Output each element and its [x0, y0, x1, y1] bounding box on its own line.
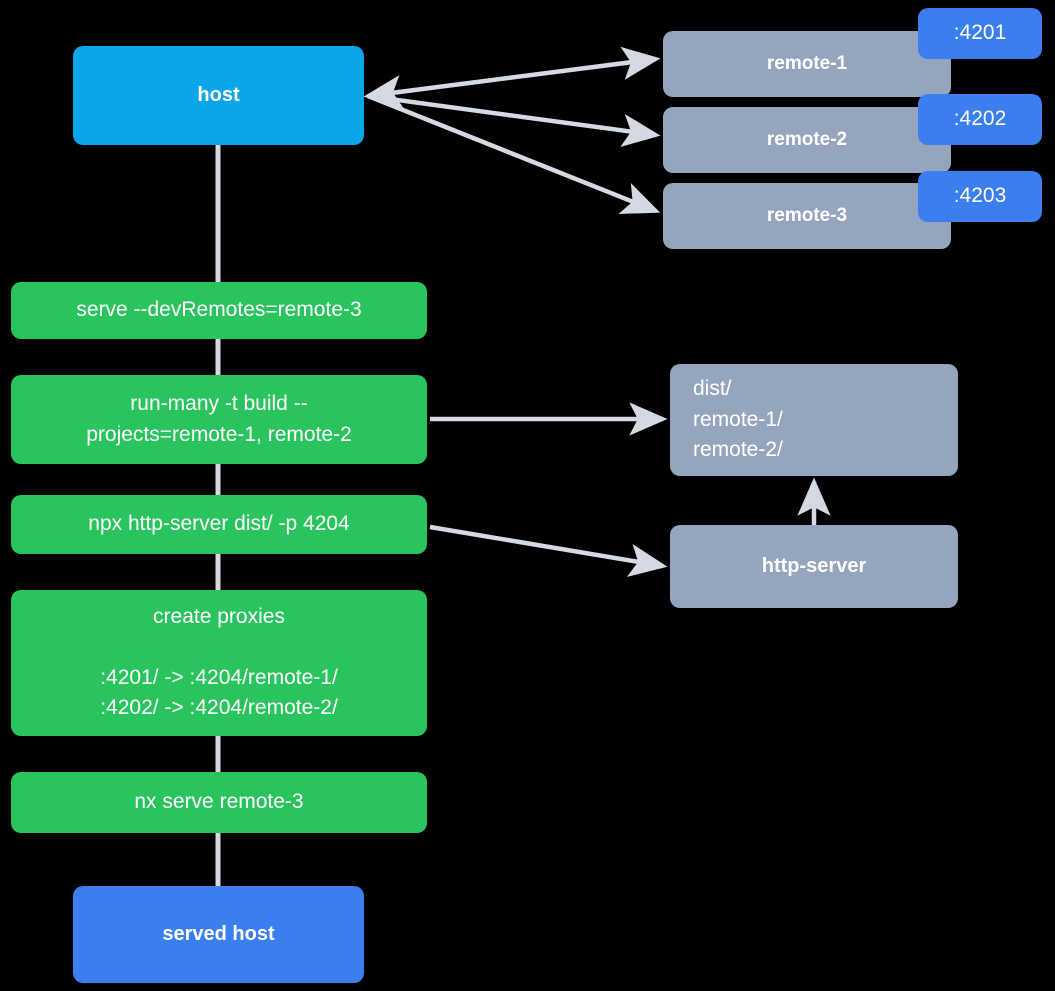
node-host[interactable]: host [73, 46, 364, 145]
node-nx-serve-remote-3-label: nx serve remote-3 [134, 790, 304, 814]
badge-port-4203[interactable]: :4203 [918, 171, 1042, 222]
node-remote-1[interactable]: remote-1 [663, 31, 951, 97]
badge-port-4201-label: :4201 [953, 21, 1007, 45]
node-nx-serve-remote-3[interactable]: nx serve remote-3 [11, 772, 427, 833]
node-dist-folder-label: dist/ remote-1/ remote-2/ [693, 377, 783, 462]
badge-port-4202[interactable]: :4202 [918, 94, 1042, 145]
badge-port-4202-label: :4202 [953, 107, 1007, 131]
node-remote-3[interactable]: remote-3 [663, 183, 951, 249]
badge-port-4201[interactable]: :4201 [918, 8, 1042, 59]
node-served-host[interactable]: served host [73, 886, 364, 983]
node-http-server[interactable]: http-server [670, 525, 958, 608]
node-create-proxies-label: create proxies :4201/ -> :4204/remote-1/… [100, 605, 338, 720]
badge-port-4203-label: :4203 [953, 184, 1007, 208]
node-run-many-label: run-many -t build -- projects=remote-1, … [86, 392, 352, 446]
node-served-host-label: served host [162, 923, 275, 945]
node-http-server-label: http-server [761, 555, 867, 577]
node-npx-http-server[interactable]: npx http-server dist/ -p 4204 [11, 495, 427, 554]
arrow-host-remote3 [367, 93, 661, 214]
node-remote-1-label: remote-1 [766, 53, 848, 75]
node-serve-devremotes-label: serve --devRemotes=remote-3 [76, 298, 362, 322]
node-create-proxies[interactable]: create proxies :4201/ -> :4204/remote-1/… [11, 590, 427, 736]
arrow-npx-httpserver [429, 524, 668, 577]
node-remote-2[interactable]: remote-2 [663, 107, 951, 173]
node-remote-2-label: remote-2 [766, 129, 848, 151]
arrow-host-remote2 [367, 93, 661, 147]
node-dist-folder[interactable]: dist/ remote-1/ remote-2/ [670, 364, 958, 476]
node-run-many[interactable]: run-many -t build -- projects=remote-1, … [11, 375, 427, 464]
arrow-host-remote1 [363, 46, 661, 109]
node-npx-http-server-label: npx http-server dist/ -p 4204 [88, 512, 350, 536]
node-serve-devremotes[interactable]: serve --devRemotes=remote-3 [11, 282, 427, 339]
node-remote-3-label: remote-3 [766, 205, 848, 227]
node-host-label: host [197, 84, 240, 106]
